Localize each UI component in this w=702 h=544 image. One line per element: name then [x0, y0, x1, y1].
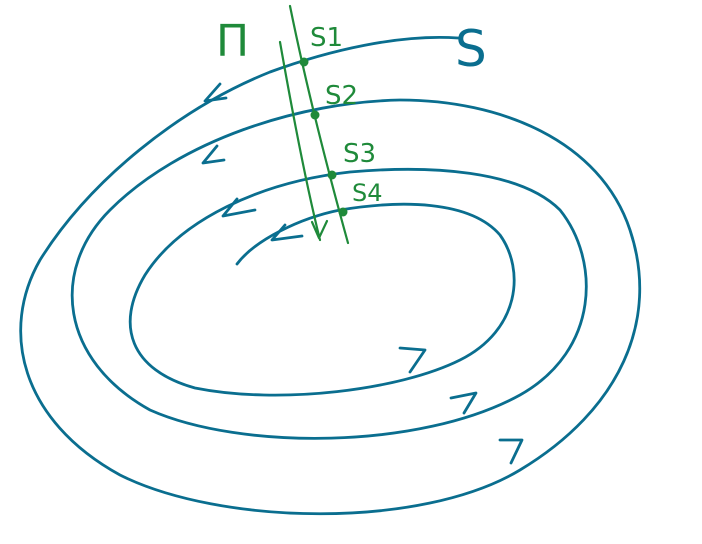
flow-arrow-lower-middle [449, 391, 478, 415]
surface-label-s: S [455, 20, 487, 78]
flow-arrow-second-left [201, 144, 226, 165]
flow-arrow-third-left [221, 197, 257, 218]
section-plane-label-pi: Π [216, 16, 249, 67]
intersection-point-s2 [310, 110, 320, 120]
flow-arrow-inner-left [270, 223, 304, 242]
flow-arrow-lower-inner [398, 346, 427, 374]
flow-arrow-lower-outer [498, 438, 524, 465]
intersection-point-s3 [327, 170, 337, 180]
intersection-label-s2: S2 [325, 81, 358, 111]
intersection-label-s1: S1 [310, 23, 343, 53]
intersection-point-s1 [299, 57, 309, 67]
intersection-label-s3: S3 [343, 139, 376, 169]
flow-arrow-outer-left [203, 82, 228, 103]
spiral-trajectory-curve [19, 36, 642, 516]
section-plane-down-arrow [310, 219, 329, 240]
intersection-label-s4: S4 [352, 179, 383, 207]
intersection-point-s4 [338, 207, 348, 217]
section-plane-line-left [278, 40, 322, 242]
